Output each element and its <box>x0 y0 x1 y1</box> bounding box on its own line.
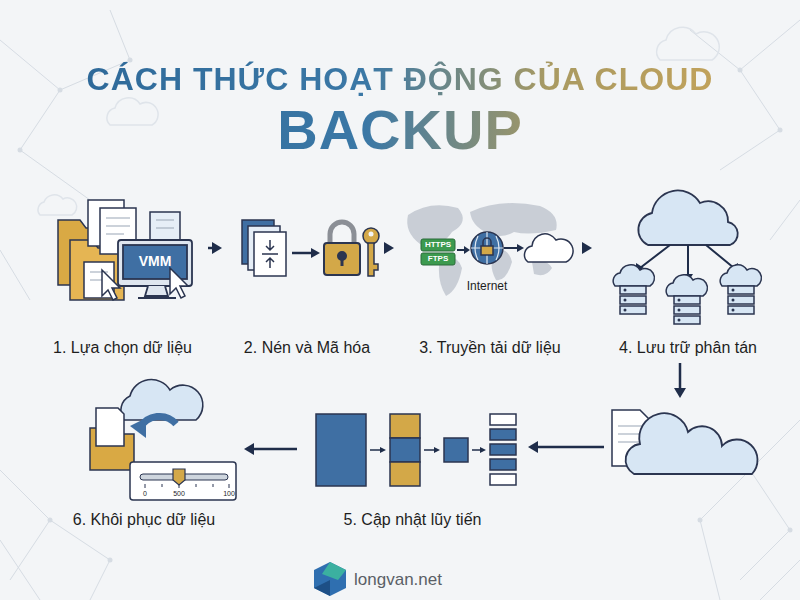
arrow-head <box>582 242 592 254</box>
title: CÁCH THỨC HOẠT ĐỘNG CỦA CLOUD BACKUP <box>60 42 740 160</box>
step-node: 6. Khôi phục dữ liệu <box>48 385 240 532</box>
step-caption: 6. Khôi phục dữ liệu <box>73 510 215 532</box>
label: HTTPS <box>425 241 451 250</box>
label: 0 <box>143 490 147 498</box>
arrow-head <box>244 443 254 455</box>
flow-arrow <box>208 242 222 254</box>
step-caption: 1. Lựa chọn dữ liệu <box>53 338 192 360</box>
step-node: 3. Truyền tải dữ liệu <box>398 190 582 360</box>
flow-arrow <box>528 363 686 453</box>
arrow-head <box>384 242 394 254</box>
flow-arrow <box>244 443 297 455</box>
label: longvan.net <box>354 571 442 590</box>
step-node: 1. Lựa chọn dữ liệu <box>40 190 205 360</box>
arrow-line <box>537 363 680 447</box>
flow-arrow <box>384 242 394 254</box>
label: VMM <box>139 254 172 269</box>
label: 500 <box>173 490 185 498</box>
label: FTPS <box>428 255 448 264</box>
step-node: 5. Cập nhật lũy tiến <box>300 392 525 532</box>
arrow-head <box>674 388 686 398</box>
step-caption: 5. Cập nhật lũy tiến <box>344 510 482 532</box>
step-caption: 2. Nén và Mã hóa <box>244 338 370 360</box>
arrow-line <box>253 448 297 451</box>
label: Internet <box>467 280 508 293</box>
step-caption: 4. Lưu trữ phân tán <box>619 338 757 360</box>
flow-arrow <box>582 242 592 254</box>
arrow-head <box>212 242 222 254</box>
step-node: 4. Lưu trữ phân tán <box>596 190 780 360</box>
step-node: 2. Nén và Mã hóa <box>226 190 388 360</box>
label: 100 <box>223 490 235 498</box>
arrow-head <box>528 441 538 453</box>
step-caption: 3. Truyền tải dữ liệu <box>419 338 560 360</box>
